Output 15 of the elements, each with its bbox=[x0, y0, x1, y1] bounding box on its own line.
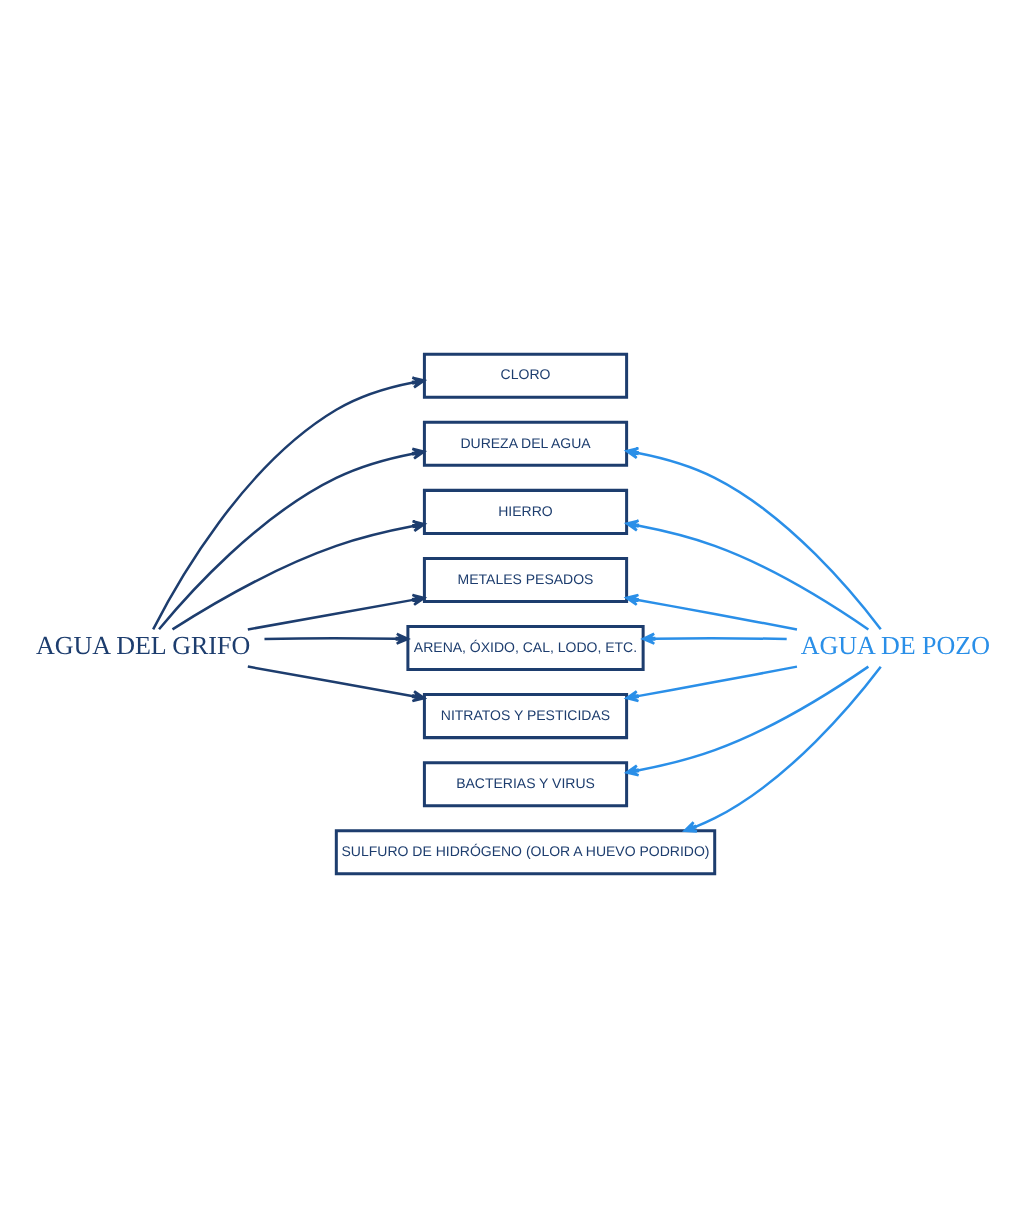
arrow bbox=[151, 375, 425, 629]
arrow bbox=[624, 592, 797, 630]
arrow bbox=[263, 631, 409, 644]
node-text: AGUA DEL GRIFO bbox=[34, 629, 250, 660]
node-text: AGUA DE POZO bbox=[799, 629, 990, 660]
arrow bbox=[246, 664, 425, 702]
arrow bbox=[624, 445, 881, 630]
arrow bbox=[170, 518, 425, 630]
arrow bbox=[624, 664, 797, 702]
arrow bbox=[682, 665, 881, 832]
arrow bbox=[246, 592, 425, 630]
arrow bbox=[624, 664, 869, 776]
arrow bbox=[640, 631, 786, 644]
arrow bbox=[157, 446, 425, 630]
arrow bbox=[624, 518, 869, 630]
